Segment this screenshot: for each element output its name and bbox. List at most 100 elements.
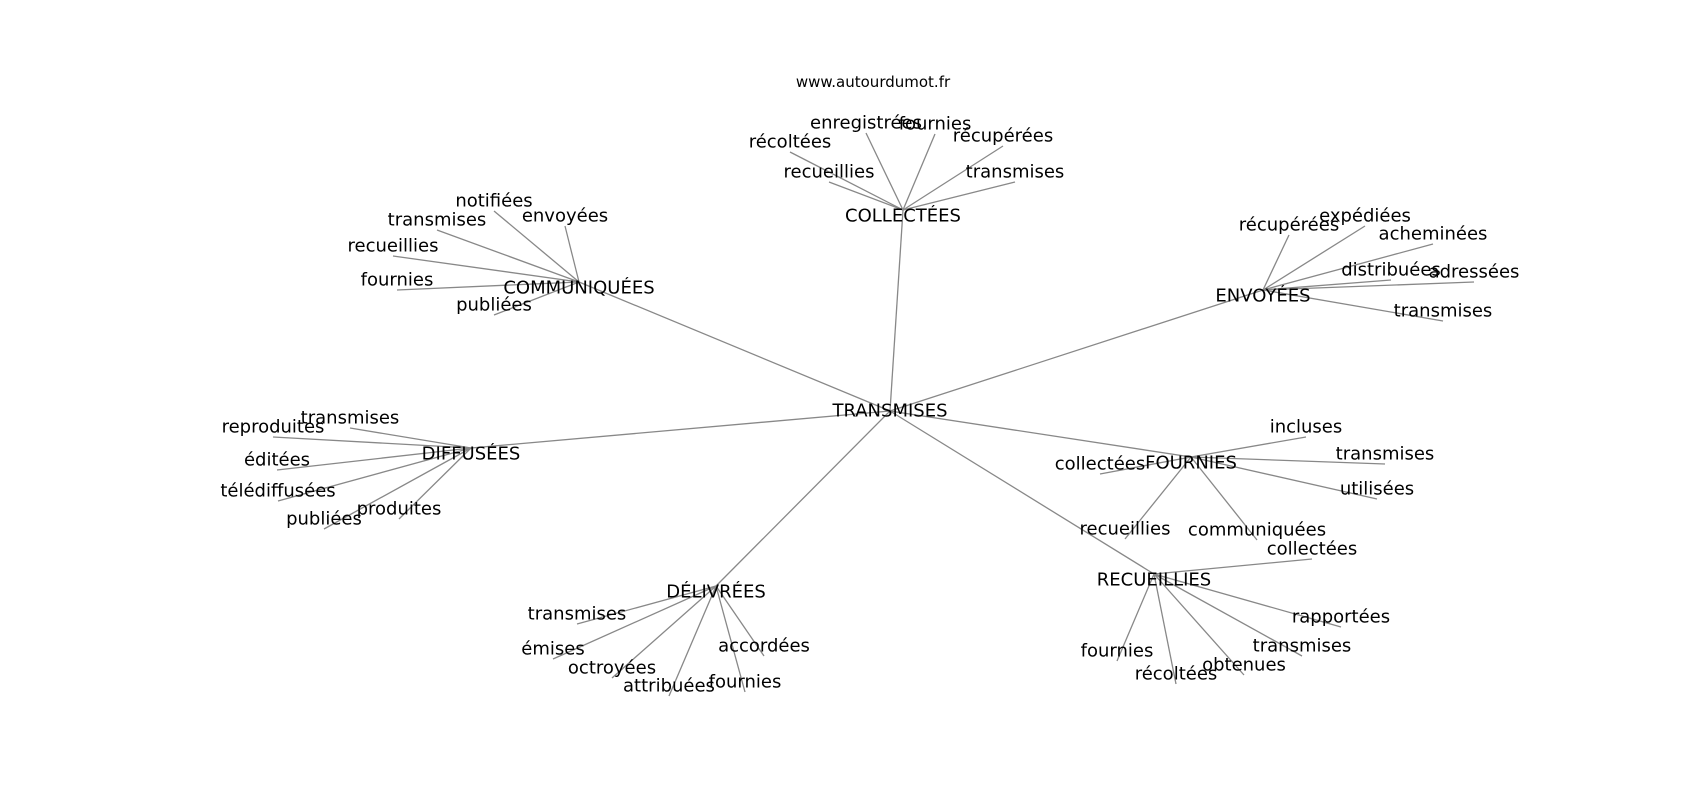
leaf-node: recueillies [348,236,439,257]
edge-communiquees-4 [396,281,580,291]
leaf-node: distribuées [1341,260,1441,281]
edge-diffusees-5 [398,447,472,520]
edge-recueillies-3 [1116,573,1155,662]
leaf-node: octroyées [568,658,656,679]
edge-delivrees-5 [715,585,746,693]
leaf-node: notifiées [455,191,532,212]
edge-center-diffusees [470,410,891,449]
edge-diffusees-0 [349,427,472,449]
edge-envoyees-2 [1262,243,1434,291]
edge-envoyees-5 [1262,289,1444,322]
leaf-node: expédiées [1319,206,1411,227]
leaf-node: obtenues [1202,655,1286,676]
hub-node-recueillies: RECUEILLIES [1097,570,1211,591]
edge-diffusees-2 [276,447,472,471]
edge-recueillies-1 [1153,573,1342,628]
leaf-node: publiées [456,295,532,316]
leaf-node: télédiffusées [220,481,335,502]
leaf-node: fournies [361,270,434,291]
leaf-node: communiquées [1188,520,1326,541]
edge-diffusees-1 [272,436,472,449]
edge-fournies-0 [1190,436,1307,458]
hub-node-envoyees: ENVOYÉES [1215,285,1310,307]
hub-node-delivrees: DÉLIVRÉES [666,581,766,603]
hub-node-communiquees: COMMUNIQUÉES [503,277,654,299]
edge-collectees-1 [902,133,936,211]
leaf-node: récoltées [749,132,832,153]
edge-recueillies-5 [1153,573,1245,676]
leaf-node: fournies [899,114,972,135]
edge-center-fournies [889,410,1192,458]
edge-diffusees-3 [277,447,472,502]
edge-delivrees-1 [552,585,717,660]
leaf-node: publiées [286,509,362,530]
edge-center-recueillies [889,410,1155,575]
edge-center-envoyees [889,289,1264,412]
edge-center-delivrees [715,410,891,587]
edge-recueillies-4 [1153,573,1177,685]
edge-recueillies-0 [1153,558,1313,575]
leaf-node: produites [357,499,442,520]
edge-collectees-4 [828,181,904,211]
leaf-node: transmises [966,162,1065,183]
edge-communiquees-5 [493,281,580,316]
leaf-node: transmises [301,408,400,429]
edge-center-collectees [889,209,904,412]
edge-communiquees-0 [493,210,580,283]
leaf-node: transmises [1253,636,1352,657]
leaf-node: adressées [1429,262,1520,283]
edge-center-communiquees [578,281,891,412]
edge-delivrees-2 [611,585,717,679]
leaf-node: envoyées [522,206,608,227]
edge-envoyees-1 [1262,225,1366,291]
edge-fournies-5 [1190,456,1258,541]
edge-diffusees-4 [323,447,472,530]
edge-communiquees-1 [436,229,580,283]
leaf-node: éditées [244,450,310,471]
edge-recueillies-2 [1153,573,1303,657]
center-node: TRANSMISES [831,401,947,422]
edge-collectees-2 [789,151,904,211]
leaf-node: rapportées [1292,607,1390,628]
site-credit: www.autourdumot.fr [796,73,951,91]
edge-fournies-4 [1124,456,1192,540]
edge-fournies-3 [1190,456,1378,500]
leaf-node: accordées [718,636,810,657]
leaf-node: acheminées [1379,224,1488,245]
leaf-node: récupérées [1239,215,1339,236]
hub-node-collectees: COLLECTÉES [845,205,961,227]
leaf-node: recueillies [784,162,875,183]
edge-communiquees-3 [392,255,580,283]
leaf-node: transmises [1336,444,1435,465]
leaf-node: transmises [528,604,627,625]
hub-node-diffusees: DIFFUSÉES [422,443,521,465]
edge-envoyees-0 [1262,234,1290,291]
edge-delivrees-0 [576,585,717,625]
leaf-node: collectées [1055,454,1145,475]
edge-fournies-2 [1099,456,1192,475]
leaf-node: fournies [1081,641,1154,662]
edge-communiquees-2 [564,225,580,283]
edge-fournies-1 [1190,456,1386,465]
leaf-node: transmises [388,210,487,231]
leaf-node: attribuées [623,676,715,697]
hub-node-fournies: FOURNIES [1145,453,1237,474]
leaf-node: collectées [1267,539,1357,560]
leaf-node: reproduites [222,417,325,438]
graph-edges [272,132,1475,697]
edge-envoyees-3 [1262,279,1392,291]
leaf-node: récoltées [1135,664,1218,685]
edge-collectees-5 [902,181,1016,211]
leaf-node: enregistrées [810,113,922,134]
edge-delivrees-3 [668,585,717,697]
leaf-node: utilisées [1340,479,1414,500]
edge-collectees-3 [902,145,1004,211]
graph-labels: www.autourdumot.fr TRANSMISES enregistré… [220,73,1519,697]
leaf-node: transmises [1394,301,1493,322]
edge-collectees-0 [865,132,904,211]
leaf-node: récupérées [953,126,1053,147]
leaf-node: émises [521,639,584,660]
leaf-node: fournies [709,672,782,693]
leaf-node: recueillies [1080,519,1171,540]
